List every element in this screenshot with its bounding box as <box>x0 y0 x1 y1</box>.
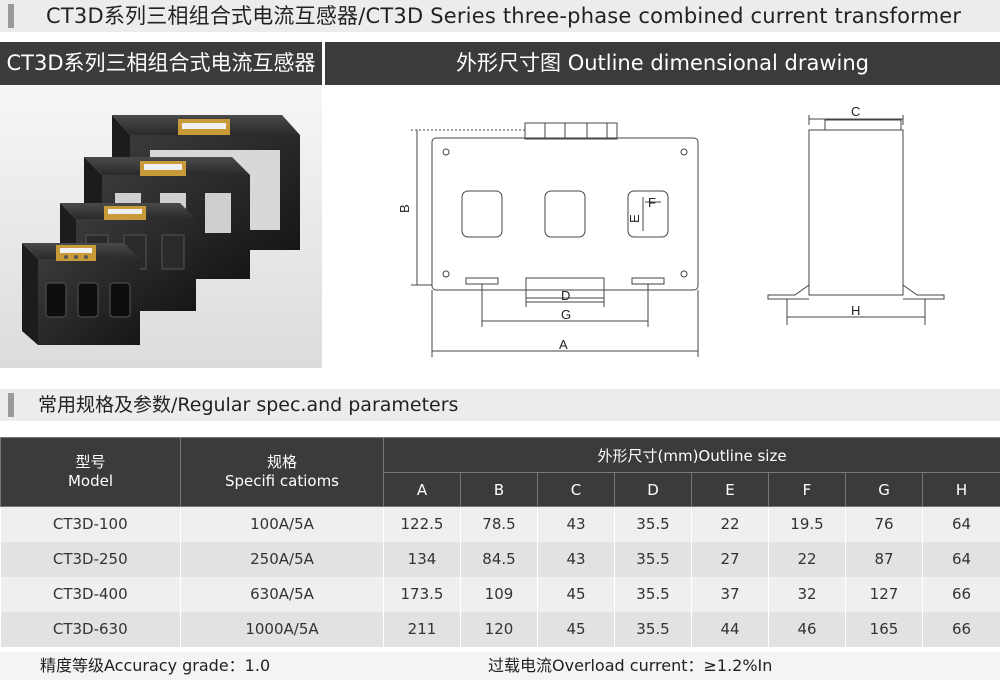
header-col-g: G <box>845 472 923 507</box>
table-row: CT3D-630 1000A/5A 211 120 45 35.5 44 46 … <box>0 611 1000 647</box>
cell-spec: 100A/5A <box>180 506 384 542</box>
cell-h: 66 <box>922 611 1000 647</box>
drawing-header: 外形尺寸图 Outline dimensional drawing <box>325 42 1000 85</box>
cell-b: 109 <box>460 576 538 612</box>
cell-spec: 250A/5A <box>180 541 384 577</box>
title-marker <box>8 4 14 28</box>
cell-f: 22 <box>768 541 846 577</box>
cell-a: 122.5 <box>383 506 461 542</box>
cell-model: CT3D-400 <box>0 576 181 612</box>
cell-h: 66 <box>922 576 1000 612</box>
cell-e: 27 <box>691 541 769 577</box>
cell-model: CT3D-630 <box>0 611 181 647</box>
dim-label-g: G <box>561 307 571 322</box>
table-row: CT3D-400 630A/5A 173.5 109 45 35.5 37 32… <box>0 576 1000 612</box>
dim-label-d: D <box>561 288 570 303</box>
header-col-b: B <box>460 472 538 507</box>
product-photo <box>0 85 322 368</box>
cell-model: CT3D-100 <box>0 506 181 542</box>
cell-d: 35.5 <box>614 541 692 577</box>
page-title-bar: CT3D系列三相组合式电流互感器/CT3D Series three-phase… <box>0 0 1000 32</box>
front-view <box>431 122 699 299</box>
header-col-h: H <box>921 472 1000 507</box>
header-spec: 规格 Specifi catioms <box>180 437 384 507</box>
cell-model: CT3D-250 <box>0 541 181 577</box>
header-model-cn: 型号 <box>75 453 106 471</box>
header-col-e: E <box>691 472 769 507</box>
table-row: CT3D-250 250A/5A 134 84.5 43 35.5 27 22 … <box>0 541 1000 577</box>
header-col-a: A <box>383 472 461 507</box>
cell-b: 84.5 <box>460 541 538 577</box>
transformer-illustration <box>22 115 300 345</box>
cell-h: 64 <box>922 506 1000 542</box>
footer-notes: 精度等级Accuracy grade：1.0 过载电流Overload curr… <box>0 652 1000 680</box>
cell-e: 44 <box>691 611 769 647</box>
cell-g: 165 <box>845 611 923 647</box>
dim-label-f: F <box>648 195 656 210</box>
dim-label-c: C <box>851 104 860 119</box>
spec-table: 型号 Model 规格 Specifi catioms 外形尺寸(mm)Outl… <box>0 437 1000 647</box>
side-view <box>767 119 945 300</box>
product-photo-header: CT3D系列三相组合式电流互感器 <box>0 42 322 85</box>
cell-c: 43 <box>537 506 615 542</box>
dim-label-h: H <box>851 303 860 318</box>
cell-g: 127 <box>845 576 923 612</box>
header-outline-size: 外形尺寸(mm)Outline size <box>382 437 1000 473</box>
cell-c: 45 <box>537 611 615 647</box>
cell-spec: 630A/5A <box>180 576 384 612</box>
overload-current: 过载电流Overload current：≥1.2%In <box>488 656 773 675</box>
cell-e: 37 <box>691 576 769 612</box>
cell-e: 22 <box>691 506 769 542</box>
cell-b: 78.5 <box>460 506 538 542</box>
cell-d: 35.5 <box>614 611 692 647</box>
page-title: CT3D系列三相组合式电流互感器/CT3D Series three-phase… <box>46 4 962 28</box>
transformer-unit-100 <box>22 243 140 345</box>
header-col-c: C <box>537 472 615 507</box>
dim-label-e: E <box>627 214 642 223</box>
outline-drawing: A B C D E F G H <box>325 85 1000 368</box>
spec-section-bar: 常用规格及参数/Regular spec.and parameters <box>0 389 1000 421</box>
cell-g: 76 <box>845 506 923 542</box>
cell-a: 134 <box>383 541 461 577</box>
section-marker <box>8 393 14 417</box>
header-model-en: Model <box>67 472 114 490</box>
cell-g: 87 <box>845 541 923 577</box>
cell-c: 43 <box>537 541 615 577</box>
dim-label-a: A <box>559 337 568 352</box>
cell-d: 35.5 <box>614 576 692 612</box>
header-spec-cn: 规格 <box>266 453 297 471</box>
cell-h: 64 <box>922 541 1000 577</box>
header-spec-en: Specifi catioms <box>225 472 339 490</box>
table-row: CT3D-100 100A/5A 122.5 78.5 43 35.5 22 1… <box>0 506 1000 542</box>
cell-b: 120 <box>460 611 538 647</box>
cell-a: 173.5 <box>383 576 461 612</box>
cell-spec: 1000A/5A <box>180 611 384 647</box>
cell-f: 19.5 <box>768 506 846 542</box>
cell-a: 211 <box>383 611 461 647</box>
spec-section-title: 常用规格及参数/Regular spec.and parameters <box>38 394 459 416</box>
dimension-drawing-svg: A B C D E F G H <box>397 104 945 357</box>
cell-f: 46 <box>768 611 846 647</box>
cell-c: 45 <box>537 576 615 612</box>
accuracy-grade: 精度等级Accuracy grade：1.0 <box>40 656 271 675</box>
dim-label-b: B <box>397 204 412 213</box>
cell-d: 35.5 <box>614 506 692 542</box>
header-col-f: F <box>768 472 846 507</box>
header-model: 型号 Model <box>0 437 181 507</box>
header-col-d: D <box>614 472 692 507</box>
cell-f: 32 <box>768 576 846 612</box>
